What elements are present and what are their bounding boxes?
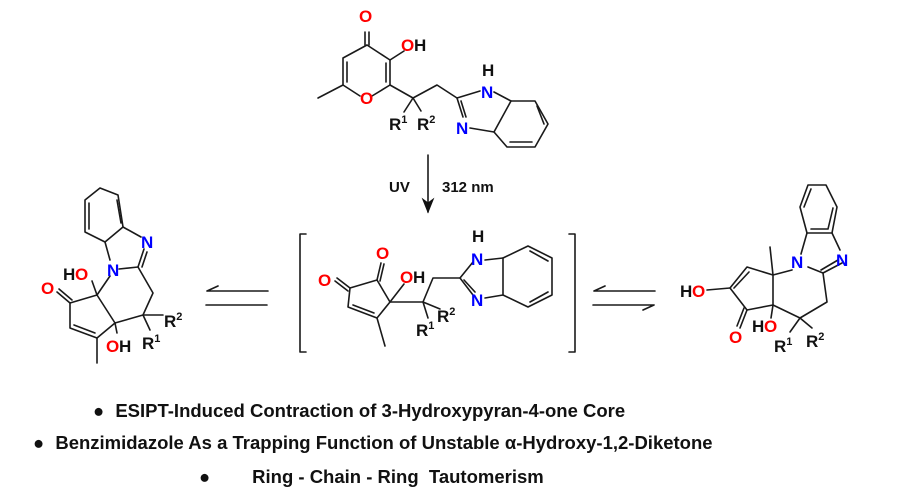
ring-oxygen: O (360, 89, 373, 108)
r1-label: R1 (774, 336, 792, 356)
intermediate-diketone: O O O H R1 R2 H N N (299, 227, 576, 353)
ketone-oxygen-2: O (376, 244, 389, 263)
imine-nitrogen: N (471, 291, 483, 310)
bullet-list: ● ESIPT-Induced Contraction of 3-Hydroxy… (33, 400, 713, 487)
r1-label: R1 (389, 114, 407, 134)
equilibrium-arrows-left (205, 285, 269, 306)
enol-hydroxyl-oxygen: O (692, 282, 705, 301)
nh-nitrogen: N (471, 250, 483, 269)
hydroxyl-label: O (401, 36, 414, 55)
lower-hydroxyl-h: H (119, 337, 131, 356)
bullet-icon: ● (93, 400, 104, 421)
starting-material-pyranone: O O H O R1 R2 H N N (317, 7, 549, 148)
bullet-item-2: ● Benzimidazole As a Trapping Function o… (33, 432, 713, 453)
bullet-item-1: ● ESIPT-Induced Contraction of 3-Hydroxy… (93, 400, 625, 421)
imine-nitrogen: N (456, 119, 468, 138)
r2-label: R2 (164, 311, 182, 331)
hydroxyl-oxygen: O (764, 317, 777, 336)
r2-label: R2 (806, 331, 824, 351)
r2-label: R2 (437, 306, 455, 326)
ring-nitrogen: N (107, 261, 119, 280)
left-tautomer-product: O H O O H N N R2 R1 (41, 187, 182, 364)
nh-nitrogen: N (481, 83, 493, 102)
bullet-icon: ● (33, 432, 44, 453)
carbonyl-oxygen: O (359, 7, 372, 26)
left-bracket (299, 233, 307, 353)
ketone-oxygen: O (41, 279, 54, 298)
hydroxyl-h: H (413, 268, 425, 287)
bullet-item-3: ● Ring - Chain - Ring Tautomerism (163, 466, 569, 487)
hydroxyl-h: H (752, 317, 764, 336)
enol-hydroxyl-h: H (680, 282, 692, 301)
ketone-oxygen: O (729, 328, 742, 347)
uv-reaction-arrow: UV 312 nm (389, 154, 494, 214)
nh-hydrogen: H (472, 227, 484, 246)
uv-label: UV (389, 179, 410, 196)
imine-nitrogen: N (836, 251, 848, 270)
lower-hydroxyl-oxygen: O (106, 337, 119, 356)
upper-hydroxyl-h: H (63, 265, 75, 284)
right-tautomer-product: H O O H O N N R1 R2 (680, 184, 848, 356)
hydroxyl-h: H (414, 36, 426, 55)
r1-label: R1 (416, 320, 434, 340)
equilibrium-arrows-right (592, 285, 656, 311)
hydroxyl-oxygen: O (400, 268, 413, 287)
ketone-oxygen-1: O (318, 271, 331, 290)
bullet-icon: ● (199, 466, 210, 487)
imine-nitrogen: N (141, 233, 153, 252)
right-bracket (568, 233, 576, 353)
r1-label: R1 (142, 333, 160, 353)
r2-label: R2 (417, 114, 435, 134)
upper-hydroxyl-oxygen: O (75, 265, 88, 284)
ring-nitrogen: N (791, 253, 803, 272)
nh-hydrogen: H (482, 61, 494, 80)
wavelength-label: 312 nm (442, 179, 494, 196)
